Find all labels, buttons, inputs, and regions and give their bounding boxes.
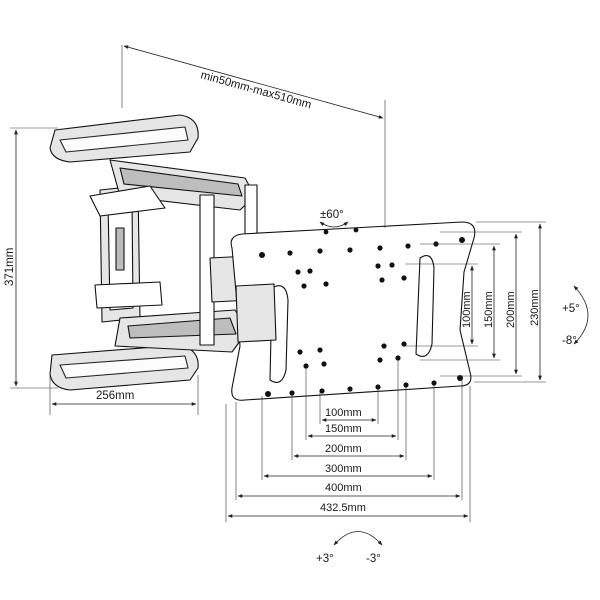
vesa-h-200-label: 200mm bbox=[325, 443, 362, 455]
vesa-v-100-label: 100mm bbox=[461, 291, 473, 328]
tilt-indicator: +5° -8° bbox=[562, 285, 589, 347]
height-label: 371mm bbox=[4, 248, 16, 286]
vesa-h-432-label: 432.5mm bbox=[320, 502, 366, 514]
depth-range-label: min50mm-max510mm bbox=[199, 69, 312, 111]
tilt-up-label: +5° bbox=[562, 303, 580, 315]
tilt-down-label: -8° bbox=[562, 335, 577, 347]
vesa-h-150-label: 150mm bbox=[325, 423, 362, 435]
plate-width-dimension: 256mm bbox=[49, 372, 199, 415]
level-plus-label: +3° bbox=[316, 553, 334, 565]
vesa-v-200-label: 200mm bbox=[505, 291, 517, 328]
height-dimension: 371mm bbox=[4, 127, 58, 389]
vesa-h-300-label: 300mm bbox=[325, 463, 362, 475]
vesa-v-230-label: 230mm bbox=[529, 289, 541, 326]
wall-bracket bbox=[49, 114, 258, 391]
vesa-vertical-dimensions: 100mm 150mm 200mm 230mm bbox=[405, 221, 546, 383]
level-minus-label: -3° bbox=[366, 553, 381, 565]
vesa-h-100-label: 100mm bbox=[325, 407, 362, 419]
vesa-plate bbox=[230, 221, 476, 401]
plate-width-label: 256mm bbox=[96, 390, 134, 402]
vesa-h-400-label: 400mm bbox=[325, 482, 362, 494]
vesa-horizontal-dimensions: 100mm 150mm 200mm 300mm 400mm 432.5mm bbox=[225, 360, 471, 522]
vesa-hole-grid bbox=[259, 227, 465, 397]
vesa-v-150-label: 150mm bbox=[483, 291, 495, 328]
swivel-label: ±60° bbox=[320, 209, 344, 221]
level-indicator: +3° -3° bbox=[316, 531, 383, 565]
swivel-indicator: ±60° bbox=[319, 209, 349, 228]
